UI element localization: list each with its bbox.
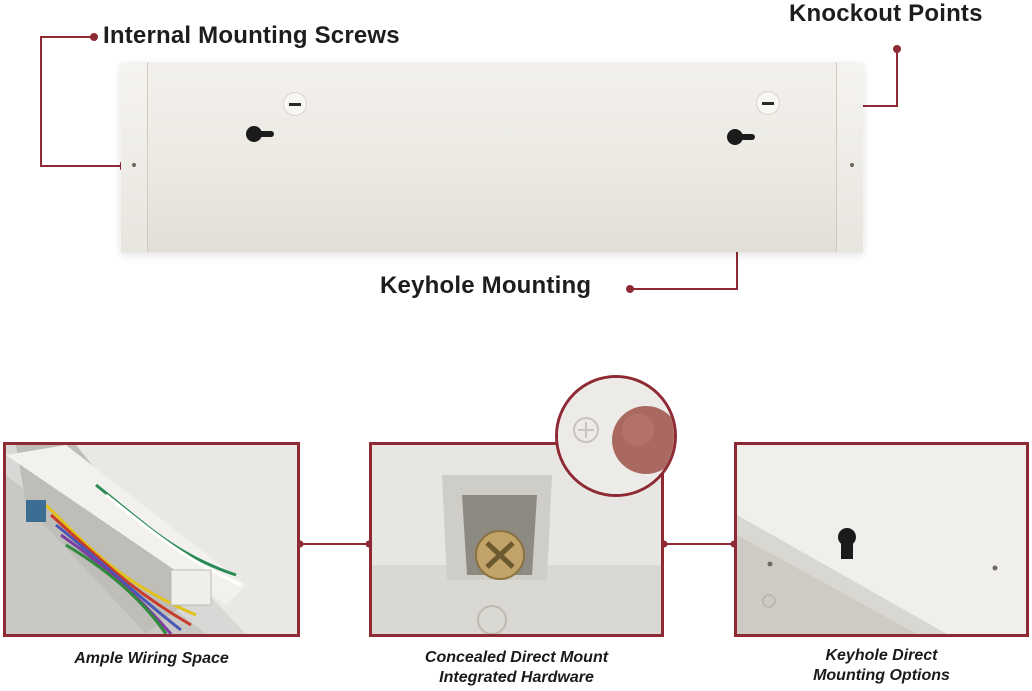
caption-ample-wiring-text: Ample Wiring Space xyxy=(74,650,229,667)
keyhole-dot xyxy=(626,285,634,293)
mounting-screw-left xyxy=(132,163,136,167)
caption-concealed-mount: Concealed Direct Mount Integrated Hardwa… xyxy=(369,648,664,688)
knockout-point-left xyxy=(283,92,307,116)
fixture-endcap-right xyxy=(836,62,863,252)
keyhole-direct-illustration xyxy=(737,445,1026,634)
caption-keyhole-line2: Mounting Options xyxy=(813,667,950,684)
caption-keyhole-direct: Keyhole Direct Mounting Options xyxy=(734,646,1029,686)
fixture-endcap-left xyxy=(121,62,148,252)
knockout-point-right xyxy=(756,91,780,115)
zoom-detail-circle xyxy=(555,375,677,497)
photo-keyhole-direct xyxy=(734,442,1029,637)
knockout-points-label: Knockout Points xyxy=(789,0,983,27)
screws-dot xyxy=(90,33,98,41)
caption-concealed-line1: Concealed Direct Mount xyxy=(424,649,609,666)
caption-keyhole-line1: Keyhole Direct xyxy=(825,647,938,664)
fixture-backplate xyxy=(121,62,863,252)
photo-wiring-space xyxy=(3,442,300,637)
caption-ample-wiring: Ample Wiring Space xyxy=(3,649,300,669)
zoom-detail-illustration xyxy=(558,378,674,494)
knockout-dot xyxy=(893,45,901,53)
keyhole-left xyxy=(246,126,274,142)
wiring-illustration xyxy=(6,445,297,634)
keyhole-right xyxy=(727,129,755,145)
internal-mounting-screws-label: Internal Mounting Screws xyxy=(103,22,400,49)
keyhole-mounting-label: Keyhole Mounting xyxy=(380,272,592,299)
mounting-screw-right xyxy=(850,163,854,167)
caption-concealed-line2: Integrated Hardware xyxy=(439,669,594,686)
screws-leader-line xyxy=(40,36,120,167)
